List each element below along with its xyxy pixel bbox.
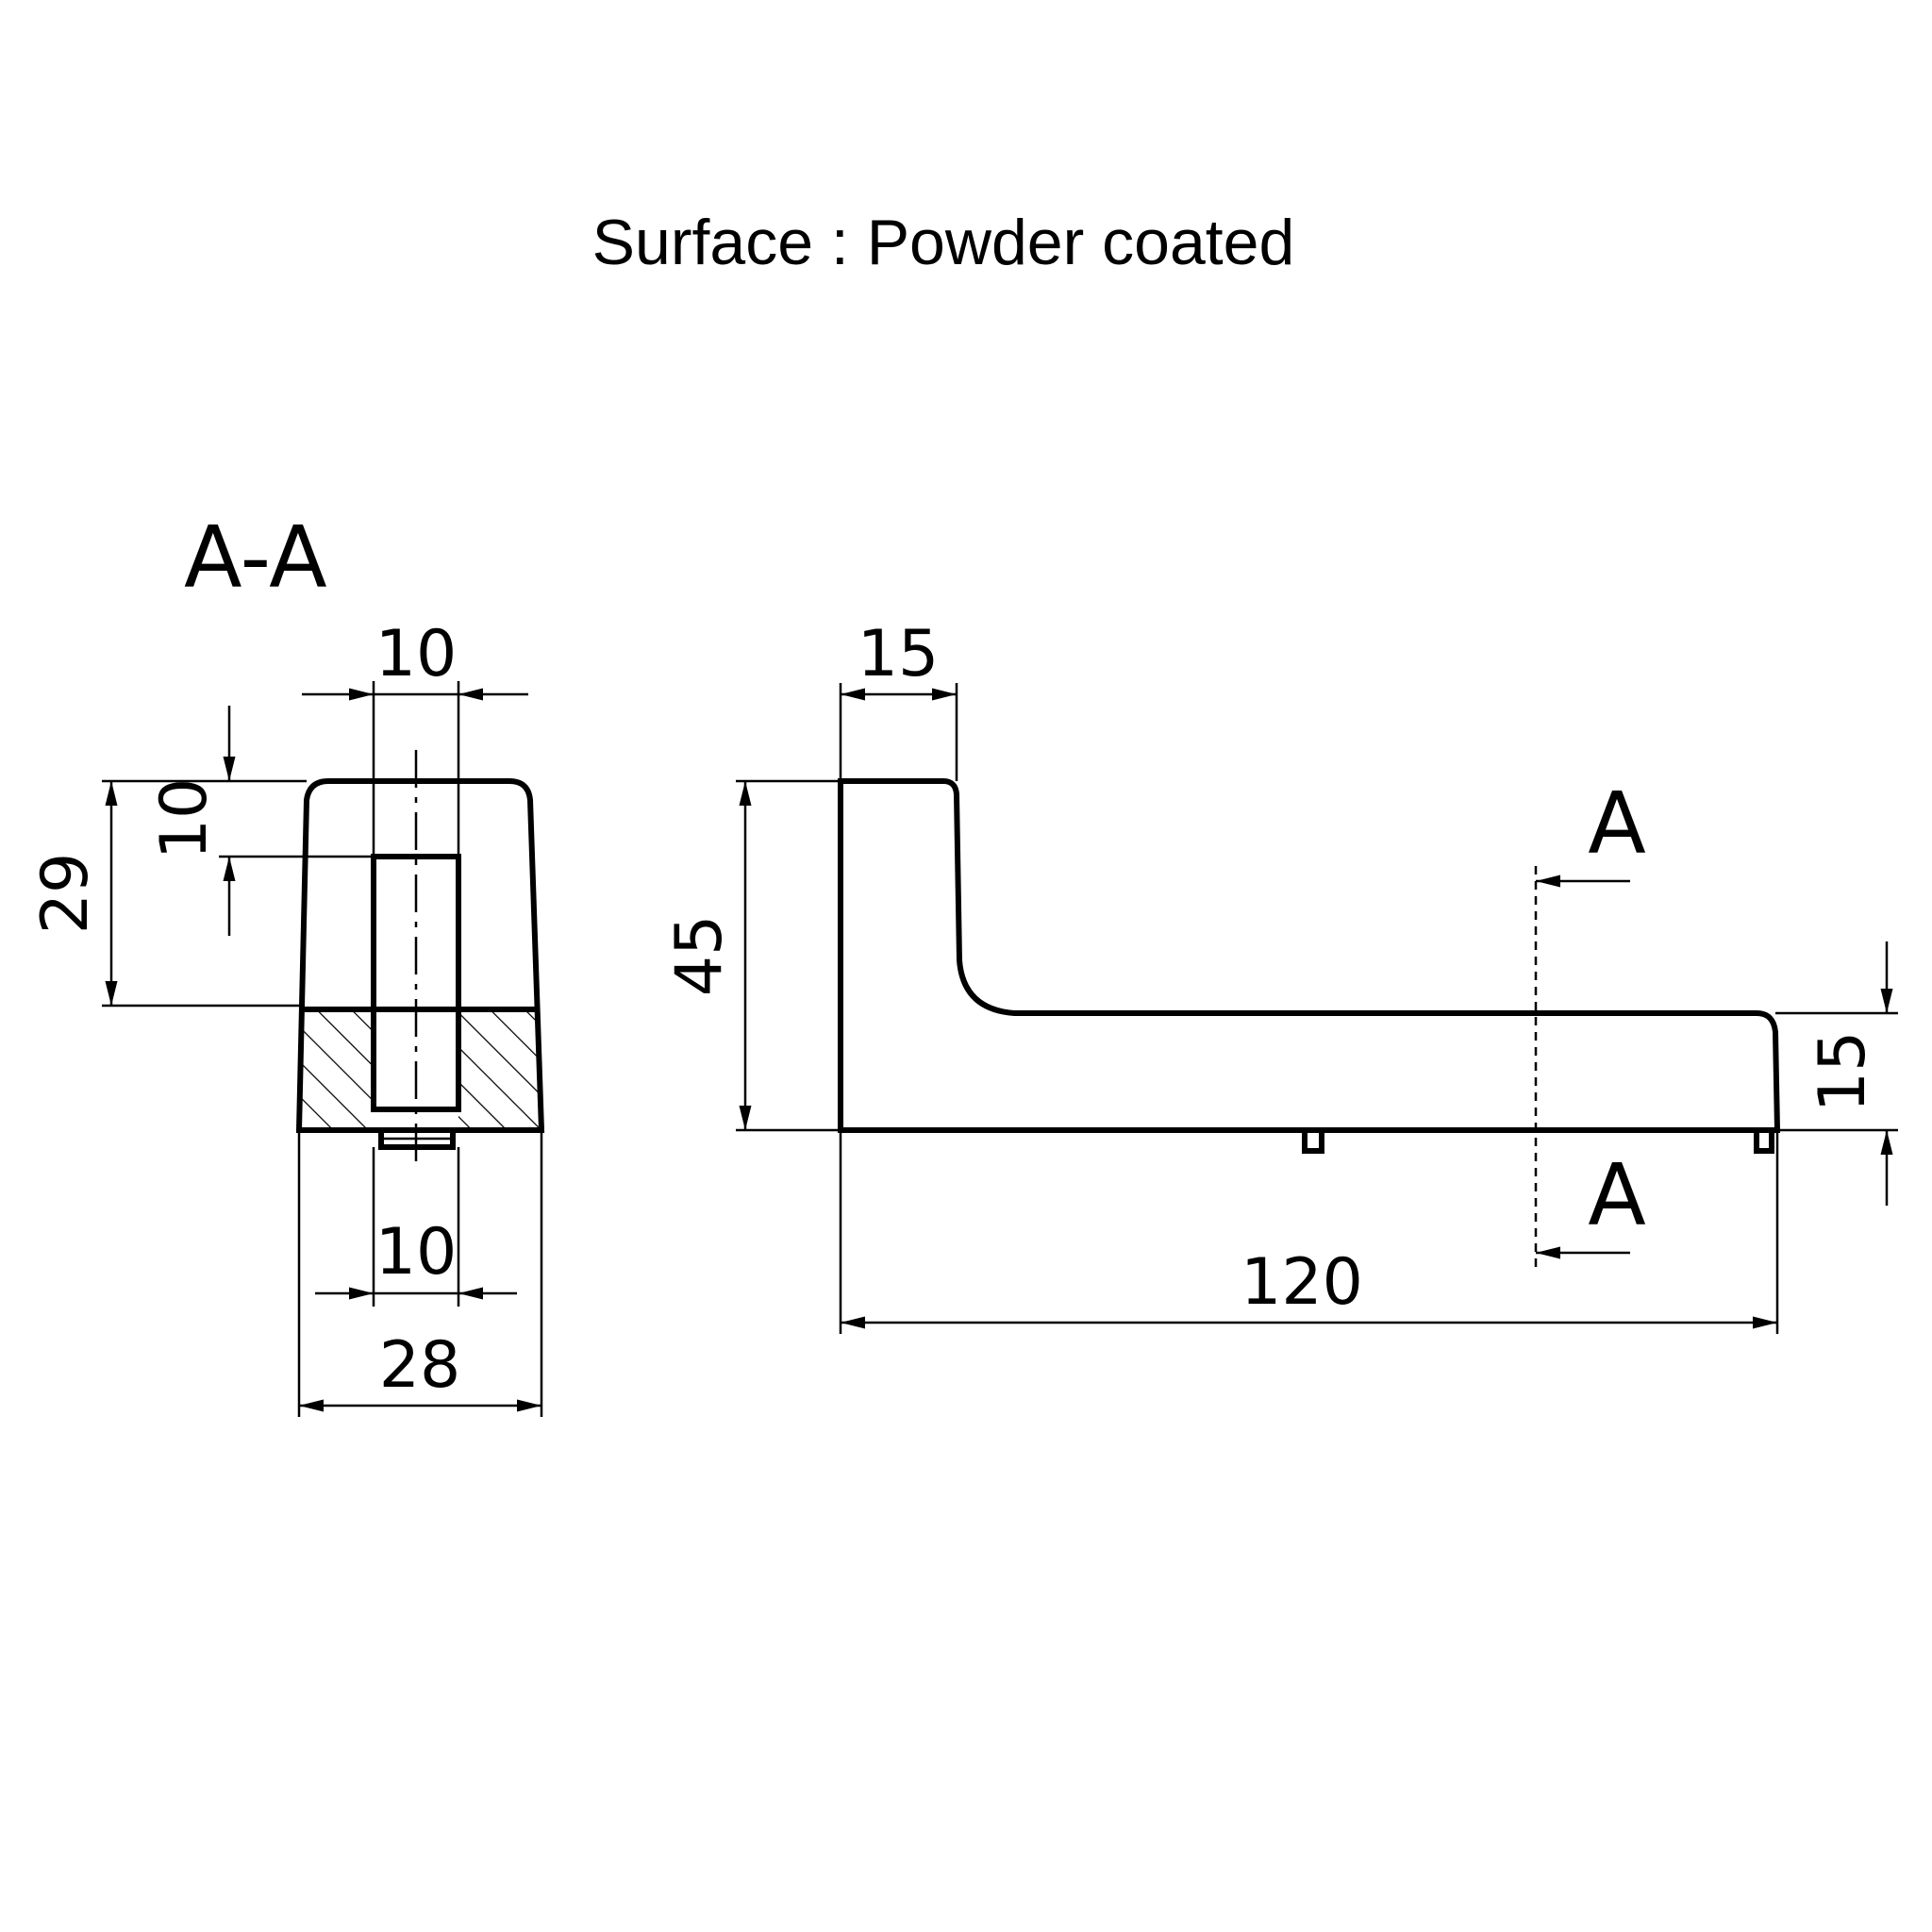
dim-arm-height: 15: [1806, 1031, 1880, 1113]
dim-overall-height: 45: [662, 915, 737, 997]
handle-outline: [838, 778, 1781, 1133]
dim-section-height: 29: [28, 853, 103, 935]
dim-upright-width: 15: [858, 617, 940, 691]
dim-overall-length: 120: [1241, 1245, 1363, 1320]
bottom-pin: [1754, 1130, 1774, 1154]
section-title: A-A: [184, 508, 327, 608]
surface-note: Surface : Powder coated: [591, 207, 1295, 278]
side-view: A A 15 45 15 120: [662, 617, 1898, 1334]
section-view: A-A 10 10 29: [28, 508, 545, 1417]
cut-label-bottom: A: [1588, 1146, 1646, 1245]
bottom-pin: [1302, 1130, 1324, 1154]
section-outline: [295, 778, 545, 1133]
cut-label-top: A: [1588, 774, 1646, 874]
dim-pin-width-top: 10: [375, 617, 458, 691]
dim-pin-depth: 10: [147, 778, 222, 860]
dim-section-width: 28: [379, 1328, 461, 1403]
dim-pin-width-bottom: 10: [375, 1215, 458, 1290]
